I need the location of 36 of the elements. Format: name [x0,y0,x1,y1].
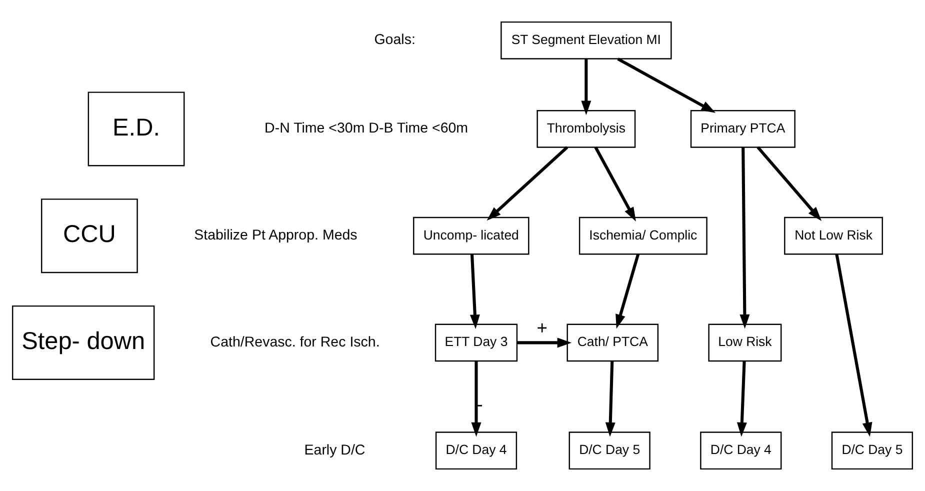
node-box: Cath/ PTCA [566,324,659,362]
node-box: D/C Day 4 [700,432,782,470]
label: Cath/Revasc. for Rec Isch. [210,334,380,350]
node-box: Thrombolysis [536,110,636,148]
arrow [617,58,716,113]
label: Goals: [374,32,416,48]
arrow [616,254,640,329]
arrow [470,254,480,329]
label: Stabilize Pt Approp. Meds [194,228,358,244]
arrow [486,146,568,221]
arrow [581,58,592,116]
node-box: CCU [41,198,138,274]
node-box: Uncomp- licated [413,216,530,255]
node-box: ST Segment Elevation MI [500,21,672,60]
arrow [740,147,750,329]
node-box: Primary PTCA [690,110,796,148]
label: D-N Time <30m D-B Time <60m [264,120,468,137]
arrow [736,361,747,437]
node-box: Step- down [12,305,155,380]
node-box: D/C Day 5 [831,432,914,470]
node-box: Low Risk [708,324,782,362]
node-box: ETT Day 3 [434,324,518,362]
node-box: E.D. [88,92,185,166]
label: Early D/C [304,442,366,458]
node-box: Not Low Risk [784,216,883,255]
arrow [835,254,872,437]
arrow [517,338,572,348]
arrow [756,146,822,221]
arrow [605,361,616,437]
node-box: D/C Day 4 [435,432,518,470]
node-box: Ischemia/ Complic [578,216,708,255]
edge-label: - [476,393,483,414]
edge-label: + [536,316,548,338]
arrow [594,146,636,222]
arrow [471,361,482,437]
node-box: D/C Day 5 [568,432,650,470]
